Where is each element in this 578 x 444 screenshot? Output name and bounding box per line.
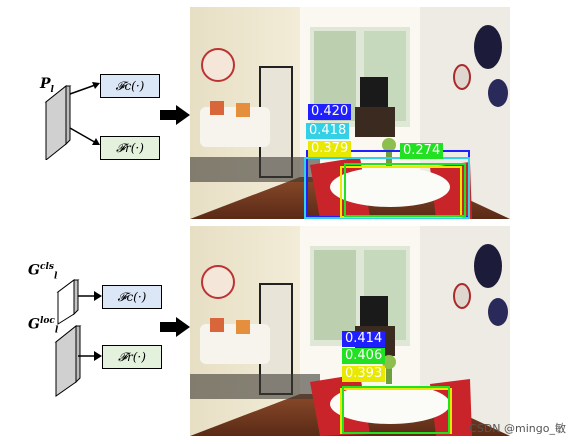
output-arrow-top [160,105,190,125]
cls-head-bottom: 𝓕c(·) [102,285,162,309]
input-feature-label-top: Pl [40,76,54,95]
score-blue-bottom: 0.414 [342,331,386,347]
detection-scene-top: 0.420 0.418 0.379 0.274 [190,7,510,219]
bbox-yellow-top [340,166,462,218]
bbox-cyan-top [304,157,470,219]
reg-head-top: 𝓕r(·) [100,136,160,160]
watermark: CSDN @mingo_敏 [469,422,566,435]
score-blue-top: 0.420 [308,104,352,120]
detection-scene-bottom: 0.414 0.406 0.393 [190,226,510,436]
loc-feature-label: Glocl [28,316,59,336]
score-green-bottom: 0.406 [342,348,386,364]
cls-arrow [78,291,102,301]
cls-feature-map [56,279,80,325]
loc-arrow [78,351,102,361]
reg-head-bottom: 𝓕r(·) [102,345,162,369]
score-green-top: 0.274 [400,143,444,159]
cls-feature-label: Gclsl [28,262,58,282]
feature-map-top [44,84,72,160]
loc-feature-map [54,324,82,397]
bbox-green-bottom [342,386,450,434]
cls-head-top: 𝓕c(·) [100,74,160,98]
room-photo-bottom [190,226,510,436]
branch-arrows-top [69,82,100,145]
score-cyan-top: 0.418 [306,123,350,139]
bbox-green-top [344,163,466,217]
score-yellow-top: 0.379 [308,141,352,157]
score-yellow-bottom: 0.393 [342,366,386,382]
output-arrow-bottom [160,317,190,337]
